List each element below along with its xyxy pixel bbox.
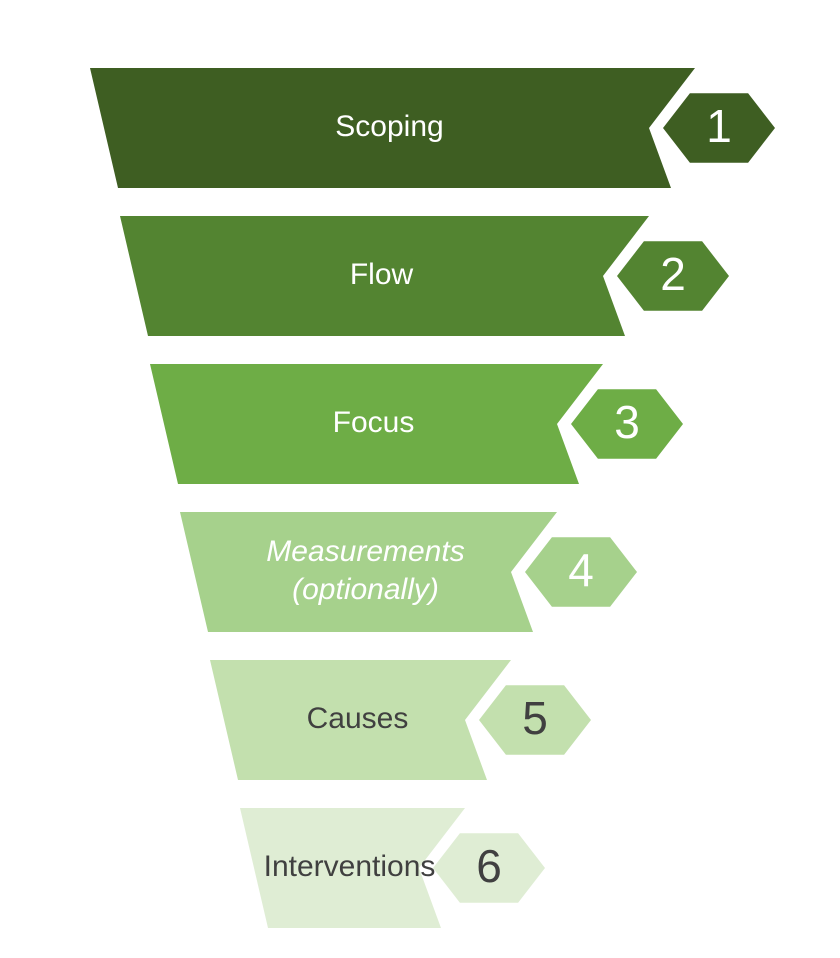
- stage-label-2: Flow: [350, 258, 414, 291]
- stage-badge-hexagon-4[interactable]: [525, 537, 637, 607]
- stage-label-5: Causes: [307, 702, 409, 735]
- funnel-band-6[interactable]: [240, 808, 465, 928]
- stage-badge-hexagon-5[interactable]: [479, 685, 591, 755]
- stage-label-3: Focus: [333, 406, 415, 439]
- funnel-band-3[interactable]: [150, 364, 603, 484]
- stage-badge-number-1: 1: [706, 100, 732, 152]
- stage-label-4-line-1: Measurements: [266, 535, 464, 568]
- stage-badge-number-6: 6: [476, 840, 502, 892]
- stage-badge-number-2: 2: [660, 248, 686, 300]
- funnel-stages-group: 1 Scoping 2 Flow 3 Focus 4 Measurements (optiona…: [90, 68, 775, 928]
- stage-badge-number-5: 5: [522, 692, 548, 744]
- funnel-band-1[interactable]: [90, 68, 695, 188]
- stage-badge-number-4: 4: [568, 544, 594, 596]
- funnel-band-4[interactable]: [180, 512, 557, 632]
- stage-badge-hexagon-1[interactable]: [663, 93, 775, 163]
- stage-badge-hexagon-3[interactable]: [571, 389, 683, 459]
- funnel-band-2[interactable]: [120, 216, 649, 336]
- stage-badge-hexagon-6[interactable]: [433, 833, 545, 903]
- stage-badge-number-3: 3: [614, 396, 640, 448]
- stage-badge-hexagon-2[interactable]: [617, 241, 729, 311]
- stage-label-4-line-2: (optionally): [292, 573, 439, 606]
- stage-label-6: Interventions: [264, 850, 436, 883]
- stage-label-1: Scoping: [335, 110, 443, 143]
- funnel-band-5[interactable]: [210, 660, 511, 780]
